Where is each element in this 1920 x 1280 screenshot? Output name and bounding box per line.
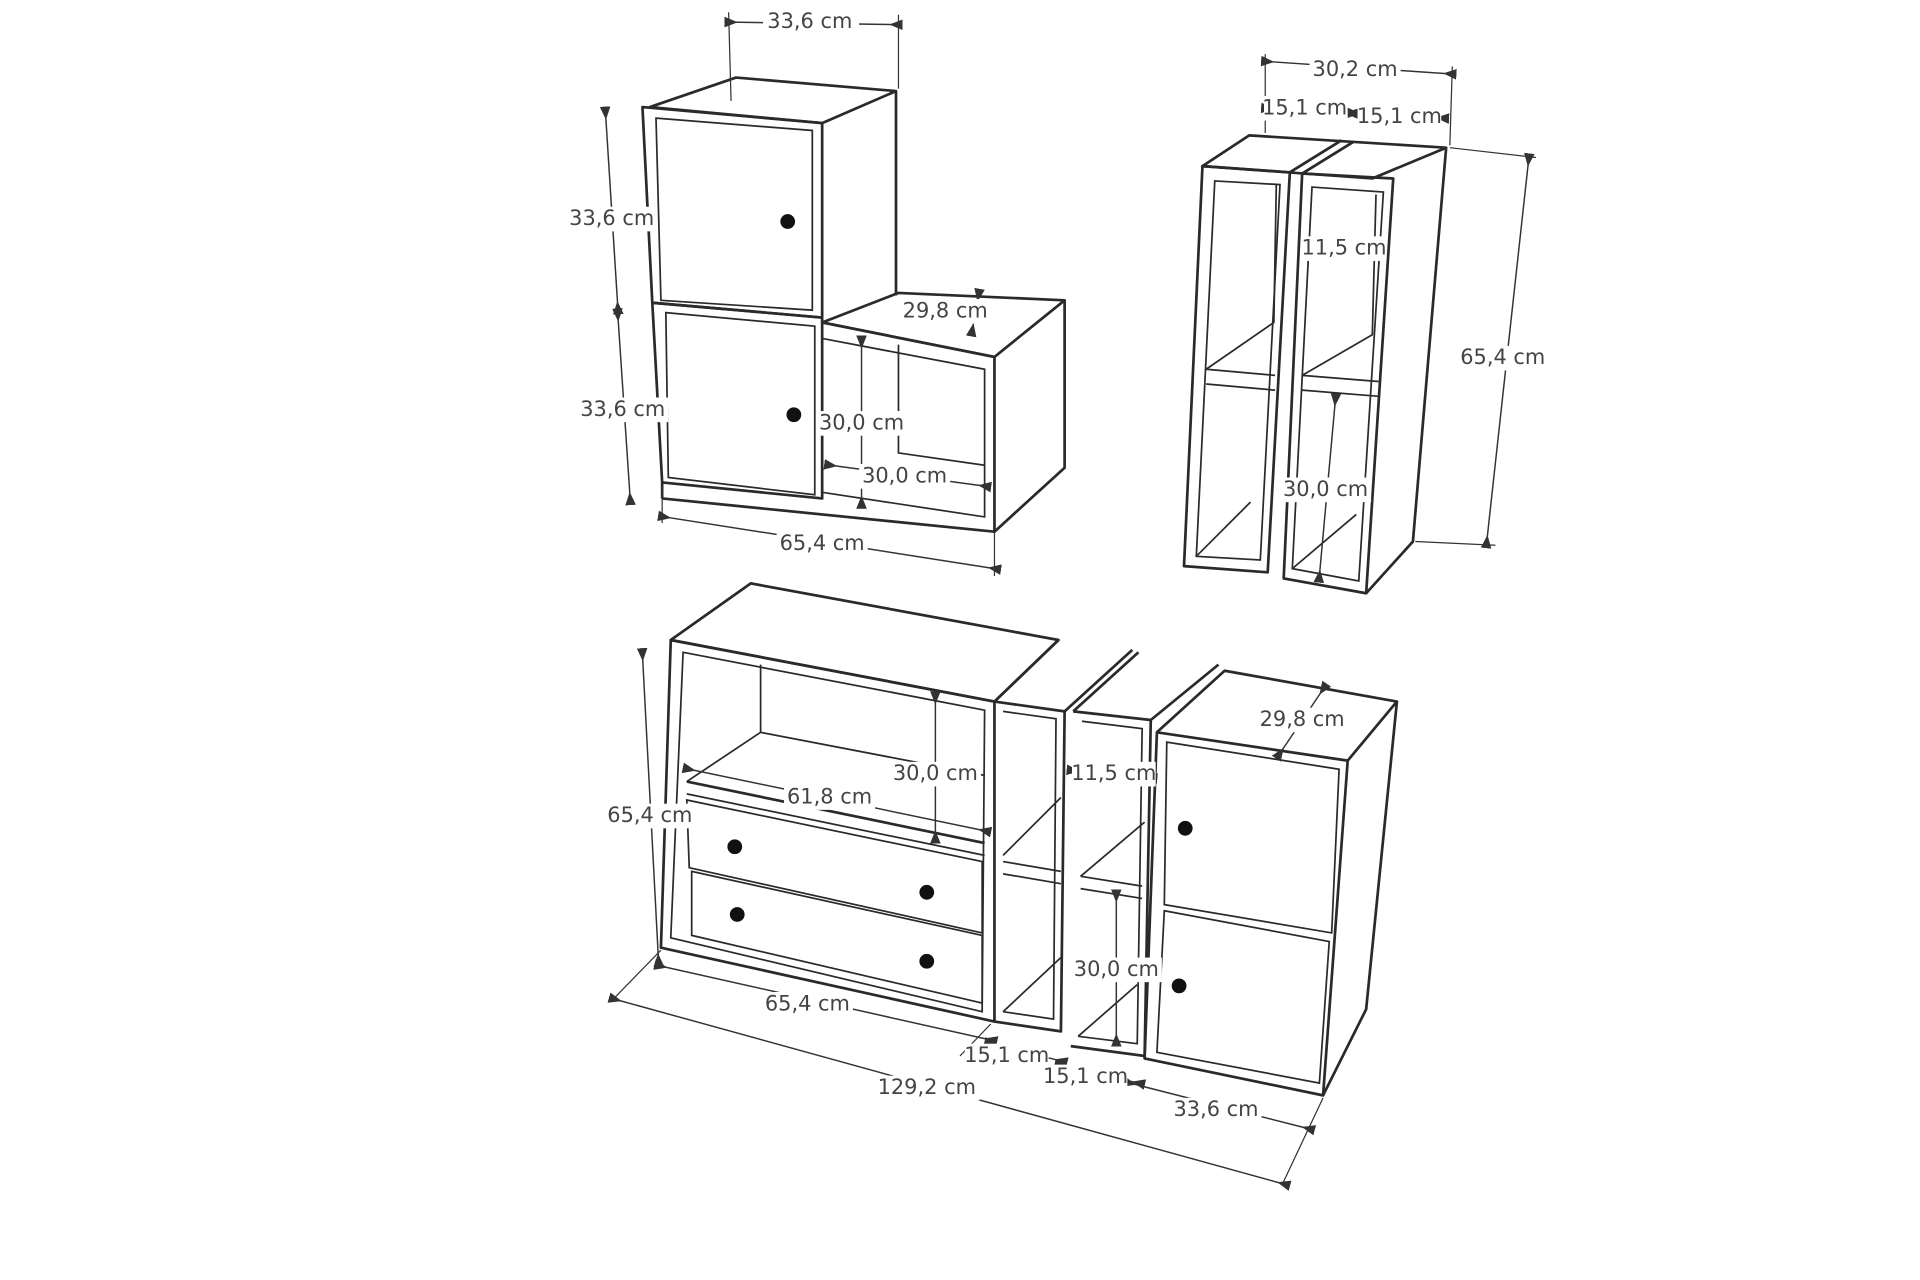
sideboard-unit: 65,4 cm 30,0 cm 61,8 cm 11,5 cm 29,8 cm …: [604, 582, 1399, 1191]
dim-label: 11,5 cm: [1071, 761, 1156, 785]
dim-label: 15,1 cm: [1043, 1064, 1128, 1088]
corner-shelf-unit: 33,6 cm 33,6 cm 33,6 cm 29,8 cm 30,0 cm …: [566, 9, 1066, 576]
dim-label: 30,0 cm: [893, 761, 978, 785]
dim-label: 29,8 cm: [1260, 707, 1345, 731]
dim-label: 33,6 cm: [569, 206, 654, 230]
dim-label: 65,4 cm: [607, 803, 692, 827]
dim-label: 65,4 cm: [780, 531, 865, 555]
dim-label: 30,0 cm: [819, 410, 904, 434]
dim-label: 15,1 cm: [1357, 104, 1442, 128]
dim-label: 33,6 cm: [1173, 1097, 1258, 1121]
dim-label: 30,0 cm: [862, 463, 947, 487]
dim-label: 30,2 cm: [1313, 57, 1398, 81]
dim-label: 30,0 cm: [1074, 957, 1159, 981]
dim-label: 129,2 cm: [878, 1075, 976, 1099]
dim-label: 33,6 cm: [580, 397, 665, 421]
dim-label: 33,6 cm: [767, 9, 852, 33]
knob-icon: [780, 214, 796, 229]
dim-label: 15,1 cm: [964, 1043, 1049, 1067]
dim-label: 61,8 cm: [787, 785, 872, 809]
tower-unit: 30,2 cm 15,1 cm 15,1 cm 11,5 cm 65,4 cm …: [1182, 54, 1549, 595]
dim-label: 65,4 cm: [1460, 345, 1545, 369]
knob-icon: [786, 407, 802, 423]
dim-label: 29,8 cm: [903, 298, 988, 322]
dim-label: 30,0 cm: [1283, 477, 1368, 501]
dim-label: 15,1 cm: [1262, 95, 1347, 119]
dim-label: 65,4 cm: [765, 991, 850, 1015]
dim-label: 11,5 cm: [1301, 236, 1386, 260]
